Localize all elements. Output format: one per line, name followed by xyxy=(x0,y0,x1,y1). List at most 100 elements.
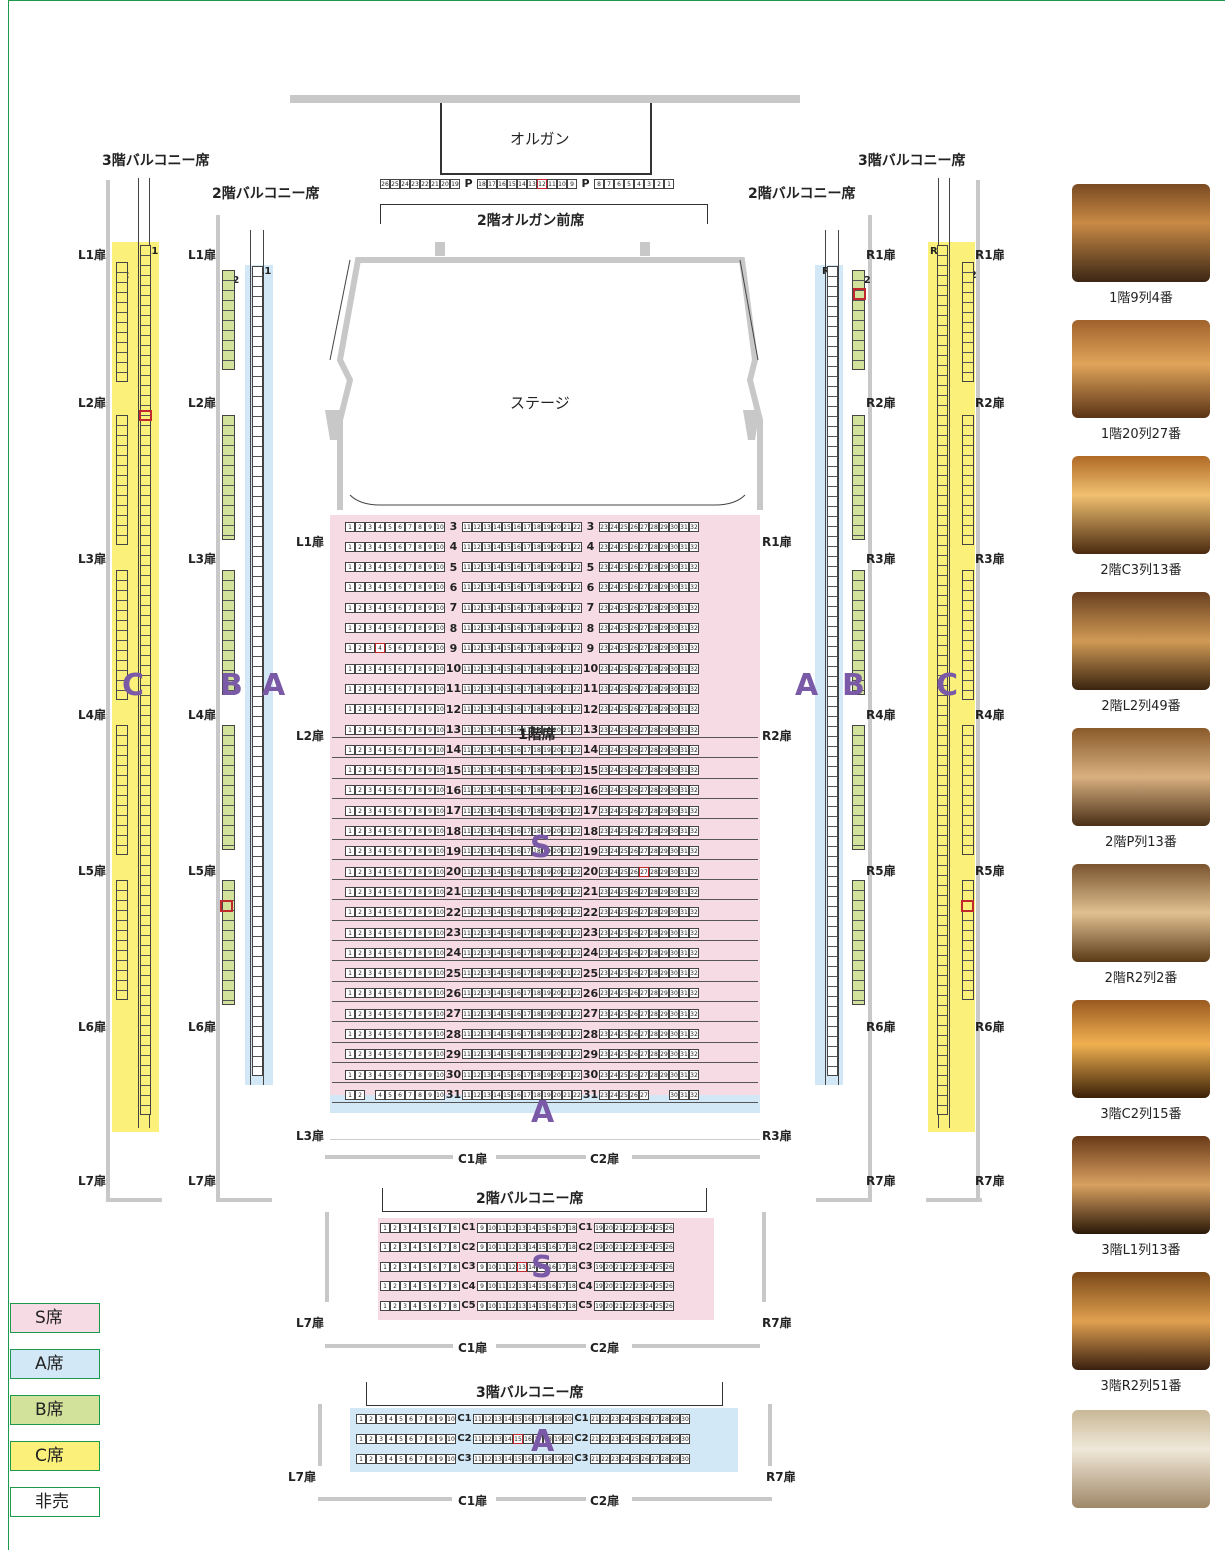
floor1-seat[interactable]: 24 xyxy=(609,1089,619,1100)
floor1-seat[interactable]: 23 xyxy=(599,1029,609,1039)
floor1-seat[interactable]: 16 xyxy=(512,602,522,613)
organ-seat[interactable]: 18 xyxy=(477,178,487,189)
floor1-seat[interactable]: 18 xyxy=(532,765,542,776)
floor1-seat[interactable]: 30 xyxy=(669,1008,679,1019)
floor1-seat[interactable]: 1 xyxy=(345,1089,355,1100)
floor1-seat[interactable]: 23 xyxy=(599,1089,609,1100)
floor1-seat[interactable]: 19 xyxy=(542,582,552,593)
floor1-seat[interactable]: 24 xyxy=(609,846,619,857)
floor1-seat[interactable]: 17 xyxy=(522,826,532,836)
floor1-seat[interactable]: 28 xyxy=(649,765,659,776)
floor1-seat[interactable]: 10 xyxy=(435,623,445,633)
floor1-seat[interactable]: 8 xyxy=(415,683,425,694)
floor1-seat[interactable]: 30 xyxy=(669,846,679,857)
floor1-seat[interactable]: 30 xyxy=(669,704,679,715)
floor1-seat[interactable]: 8 xyxy=(415,805,425,816)
b2-seat[interactable]: 19 xyxy=(594,1222,604,1233)
floor1-seat[interactable]: 26 xyxy=(629,927,639,938)
floor1-seat[interactable]: 27 xyxy=(639,643,649,654)
floor1-seat[interactable]: 7 xyxy=(405,927,415,938)
floor1-seat[interactable]: 14 xyxy=(492,765,502,776)
floor1-seat[interactable]: 19 xyxy=(542,785,552,796)
floor1-seat[interactable]: 32 xyxy=(689,1049,699,1060)
floor1-seat[interactable]: 17 xyxy=(522,683,532,694)
floor1-seat[interactable]: 12 xyxy=(472,968,482,979)
floor1-seat[interactable]: 5 xyxy=(385,927,395,938)
floor1-seat[interactable]: 18 xyxy=(532,562,542,573)
floor1-seat[interactable]: 5 xyxy=(385,1089,395,1100)
floor1-seat[interactable]: 6 xyxy=(395,704,405,715)
floor1-seat[interactable]: 25 xyxy=(619,907,629,918)
b2-seat[interactable]: 20 xyxy=(604,1281,614,1291)
floor1-seat[interactable]: 13 xyxy=(482,541,492,552)
floor1-seat[interactable]: 6 xyxy=(395,1029,405,1039)
b3-seat[interactable]: 28 xyxy=(660,1433,670,1444)
b3-seat[interactable]: 15 xyxy=(513,1433,523,1444)
floor1-seat[interactable]: 32 xyxy=(689,623,699,633)
floor1-seat[interactable]: 15 xyxy=(502,562,512,573)
floor1-seat[interactable]: 7 xyxy=(405,988,415,999)
seat-view-photo[interactable] xyxy=(1072,320,1210,418)
floor1-seat[interactable]: 6 xyxy=(395,724,405,735)
floor1-seat[interactable]: 20 xyxy=(552,826,562,836)
floor1-seat[interactable]: 20 xyxy=(552,623,562,633)
floor1-seat[interactable]: 13 xyxy=(482,704,492,715)
floor1-seat[interactable]: 4 xyxy=(375,805,385,816)
floor1-seat[interactable]: 2 xyxy=(355,602,365,613)
floor1-seat[interactable]: 2 xyxy=(355,643,365,654)
floor1-seat[interactable]: 32 xyxy=(689,805,699,816)
floor1-seat[interactable]: 29 xyxy=(659,541,669,552)
floor1-seat[interactable]: 16 xyxy=(512,826,522,836)
floor1-seat[interactable]: 4 xyxy=(375,1049,385,1060)
b3-seat[interactable]: 27 xyxy=(650,1453,660,1464)
floor1-seat[interactable]: 6 xyxy=(395,683,405,694)
floor1-seat[interactable]: 24 xyxy=(609,866,619,877)
floor1-seat[interactable]: 11 xyxy=(462,744,472,755)
floor1-seat[interactable]: 7 xyxy=(405,744,415,755)
floor1-seat[interactable]: 16 xyxy=(512,927,522,938)
floor1-seat[interactable]: 18 xyxy=(532,1089,542,1100)
floor1-seat[interactable]: 27 xyxy=(639,1089,649,1100)
floor1-seat[interactable]: 26 xyxy=(629,866,639,877)
b3-seat[interactable]: 3 xyxy=(376,1413,386,1424)
b2-seat[interactable]: 19 xyxy=(594,1281,604,1291)
floor1-seat[interactable]: 13 xyxy=(482,907,492,918)
floor1-seat[interactable]: 23 xyxy=(599,643,609,654)
floor1-seat[interactable]: 14 xyxy=(492,968,502,979)
floor1-seat[interactable]: 32 xyxy=(689,765,699,776)
floor1-seat[interactable]: 32 xyxy=(689,785,699,796)
floor1-seat[interactable]: 5 xyxy=(385,947,395,958)
organ-seat[interactable]: 5 xyxy=(624,178,634,189)
floor1-seat[interactable]: 2 xyxy=(355,582,365,593)
b2-seat[interactable]: 3 xyxy=(400,1261,410,1272)
floor1-seat[interactable]: 11 xyxy=(462,927,472,938)
b2-seat[interactable]: 14 xyxy=(527,1300,537,1311)
b3-seat[interactable]: 8 xyxy=(426,1453,436,1464)
floor1-seat[interactable]: 26 xyxy=(629,826,639,836)
floor1-seat[interactable]: 21 xyxy=(562,968,572,979)
floor1-seat[interactable]: 15 xyxy=(502,1008,512,1019)
floor1-seat[interactable]: 10 xyxy=(435,947,445,958)
floor1-seat[interactable]: 24 xyxy=(609,744,619,755)
floor1-seat[interactable]: 25 xyxy=(619,886,629,897)
floor1-seat[interactable]: 18 xyxy=(532,968,542,979)
floor1-seat[interactable]: 24 xyxy=(609,1069,619,1080)
floor1-seat[interactable]: 32 xyxy=(689,744,699,755)
floor1-seat[interactable]: 19 xyxy=(542,562,552,573)
floor1-seat[interactable]: 15 xyxy=(502,541,512,552)
floor1-seat[interactable]: 25 xyxy=(619,805,629,816)
floor1-seat[interactable]: 1 xyxy=(345,582,355,593)
floor1-seat[interactable]: 8 xyxy=(415,582,425,593)
floor1-seat[interactable]: 6 xyxy=(395,663,405,674)
b2-seat[interactable]: 16 xyxy=(547,1222,557,1233)
floor1-seat[interactable]: 18 xyxy=(532,744,542,755)
b2-seat[interactable]: 19 xyxy=(594,1261,604,1272)
seat-view-photo[interactable] xyxy=(1072,728,1210,826)
floor1-seat[interactable]: 15 xyxy=(502,886,512,897)
floor1-seat[interactable]: 31 xyxy=(679,1089,689,1100)
floor1-seat[interactable]: 5 xyxy=(385,785,395,796)
floor1-seat[interactable]: 15 xyxy=(502,988,512,999)
b3-seat[interactable]: 9 xyxy=(436,1453,446,1464)
floor1-seat[interactable]: 9 xyxy=(425,846,435,857)
floor1-seat[interactable]: 12 xyxy=(472,765,482,776)
